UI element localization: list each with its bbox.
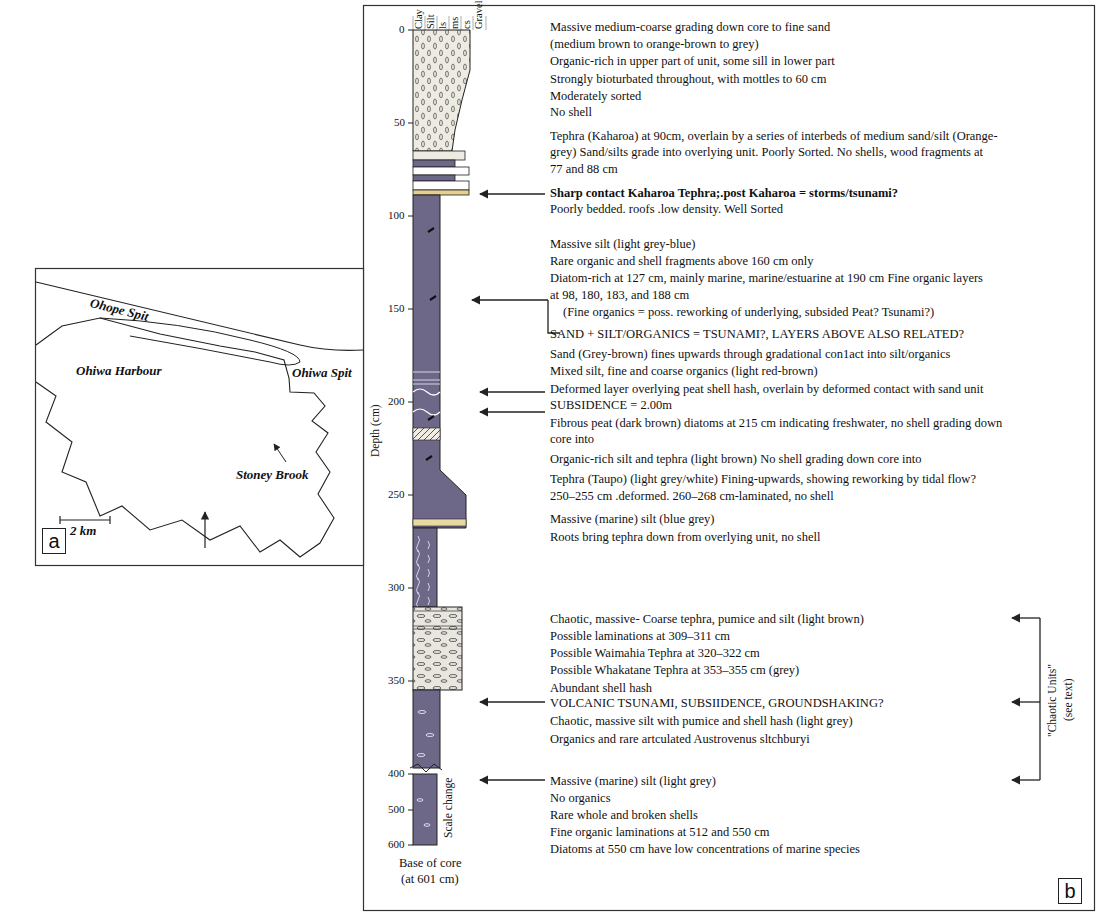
panel-letter: b xyxy=(1064,881,1075,901)
grain-size-label: cs xyxy=(461,20,473,29)
map-label: Ohiwa Harbour xyxy=(76,364,162,379)
depth-label: 100 xyxy=(388,209,405,222)
core-description: Massive (marine) silt (blue grey) xyxy=(550,512,715,526)
core-description: Diatom-rich at 127 cm, mainly marine, ma… xyxy=(550,271,983,285)
core-description: Abundant shell hash xyxy=(550,681,652,695)
core-base-label: (at 601 cm) xyxy=(401,872,459,886)
core-description: VOLCANIC TSUNAMI, SUBSIIDENCE, GROUNDSHA… xyxy=(550,696,883,710)
core-description: Tephra (Taupo) (light grey/white) Fining… xyxy=(550,472,976,486)
core-description: Strongly bioturbated throughout, with mo… xyxy=(550,72,826,86)
grain-size-label: Gravel xyxy=(473,0,485,29)
core-description: (medium brown to orange-brown to grey) xyxy=(550,37,759,51)
map-label: Stoney Brook xyxy=(236,468,309,483)
core-description: grey) Sand/silts grade into overlying un… xyxy=(550,145,983,159)
core-description: Chaotic, massive- Coarse tephra, pumice … xyxy=(550,612,864,626)
core-description: Moderately sorted xyxy=(550,89,641,103)
core-description: Tephra (Kaharoa) at 90cm, overlain by a … xyxy=(550,129,998,143)
panel-letter: a xyxy=(48,531,59,551)
depth-label: 200 xyxy=(388,395,405,408)
core-description: Sand (Grey-brown) fines upwards through … xyxy=(550,347,950,361)
depth-label: 400 xyxy=(388,767,405,780)
core-description: Massive (marine) silt (light grey) xyxy=(550,774,716,788)
map-label: 2 km xyxy=(70,524,96,539)
core-description: Massive silt (light grey-blue) xyxy=(550,237,695,251)
core-description: Fine organic laminations at 512 and 550 … xyxy=(550,825,770,839)
core-description: No organics xyxy=(550,791,611,805)
core-description: 250–255 cm .deformed. 260–268 cm-laminat… xyxy=(550,489,834,503)
core-description: Rare organic and shell fragments above 1… xyxy=(550,254,814,268)
core-description: Roots bring tephra down from overlying u… xyxy=(550,530,820,544)
core-description: Organics and rare artculated Austrovenus… xyxy=(550,732,810,746)
core-description: Possible Whakatane Tephra at 353–355 cm … xyxy=(550,663,799,677)
depth-label: 50 xyxy=(394,116,405,129)
depth-label: 500 xyxy=(388,803,405,816)
core-description: Organic-rich silt and tephra (light brow… xyxy=(550,452,922,466)
axis-label: Scale change xyxy=(442,778,455,838)
core-description: Possible Waimahia Tephra at 320–322 cm xyxy=(550,646,760,660)
core-description: (Fine organics = poss. reworking of unde… xyxy=(563,305,934,319)
core-description: Diatoms at 550 cm have low concentration… xyxy=(550,842,860,856)
grain-size-label: Silt xyxy=(425,14,437,29)
core-description: Mixed silt, fine and coarse organics (li… xyxy=(550,364,818,378)
depth-label: 0 xyxy=(399,23,405,36)
core-description: Possible laminations at 309–311 cm xyxy=(550,629,730,643)
core-description: Fibrous peat (dark brown) diatoms at 215… xyxy=(550,416,1002,430)
core-description: Massive medium-coarse grading down core … xyxy=(550,20,830,34)
depth-label: 250 xyxy=(388,488,405,501)
grain-size-label: ls xyxy=(437,22,449,29)
panel-letter-box: b xyxy=(1058,878,1082,904)
core-description: Poorly bedded. roofs .low density. Well … xyxy=(550,202,783,216)
core-description: core into xyxy=(550,432,594,446)
grain-size-label: Clay xyxy=(413,9,425,29)
panel-letter-box: a xyxy=(42,528,66,554)
core-description: Deformed layer overlying peat shell hash… xyxy=(550,382,984,396)
core-description: No shell xyxy=(550,105,592,119)
depth-label: 600 xyxy=(388,838,405,851)
core-base-label: Base of core xyxy=(399,856,461,870)
grain-size-label: ms xyxy=(449,17,461,29)
core-description: 77 and 88 cm xyxy=(550,162,618,176)
core-description: SUBSIDENCE = 2.00m xyxy=(550,398,672,412)
depth-label: 300 xyxy=(388,581,405,594)
axis-label: Depth (cm) xyxy=(369,404,382,457)
axis-label: (see text) xyxy=(1062,679,1075,721)
core-description: Rare whole and broken shells xyxy=(550,808,698,822)
map-label: Ohiwa Spit xyxy=(292,366,352,381)
core-description: SAND + SILT/ORGANICS = TSUNAMI?, LAYERS … xyxy=(550,327,964,341)
core-description: at 98, 180, 183, and 188 cm xyxy=(550,288,689,302)
core-description: Sharp contact Kaharoa Tephra;.post Kahar… xyxy=(550,186,898,200)
core-description: Organic-rich in upper part of unit, some… xyxy=(550,54,835,68)
core-description: Chaotic, massive silt with pumice and sh… xyxy=(550,714,853,728)
axis-label: "Chaotic Units" xyxy=(1046,664,1059,737)
depth-label: 350 xyxy=(388,674,405,687)
depth-label: 150 xyxy=(388,302,405,315)
